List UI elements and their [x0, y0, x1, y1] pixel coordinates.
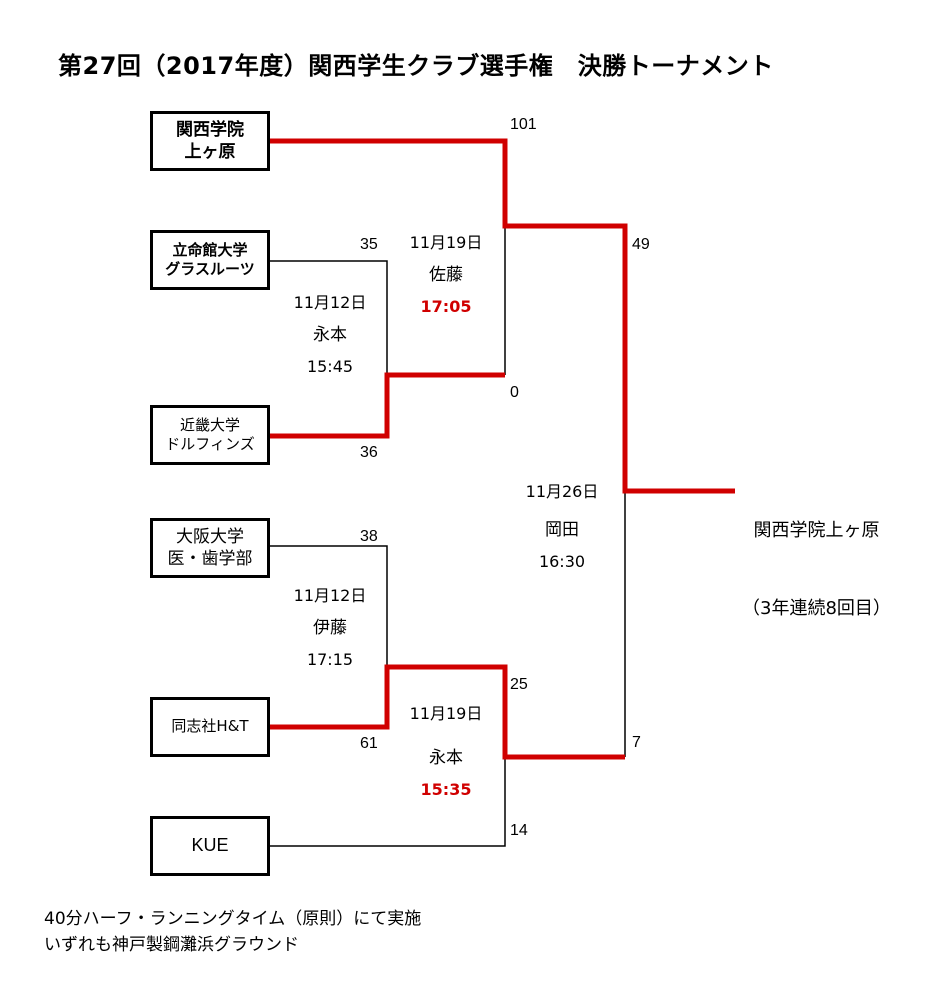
score-doshisha-q2: 61 — [360, 735, 378, 752]
match-time: 16:30 — [538, 552, 586, 571]
team-box-kindai: 近畿大学 ドルフィンズ — [150, 405, 270, 465]
team-box-kwansei: 関西学院 上ヶ原 — [150, 111, 270, 171]
footnote-venue: いずれも神戸製鋼灘浜グラウンド — [44, 935, 299, 955]
score-final-bottom: 7 — [632, 734, 641, 751]
match-info-q1: 11月12日 永本 15:45 — [294, 287, 367, 383]
semi2-loser-line — [270, 757, 506, 847]
team-name-line2: 医・歯学部 — [167, 549, 253, 569]
page-title: 第27回（2017年度）関西学生クラブ選手権 決勝トーナメント — [58, 52, 774, 80]
match-referee: 岡田 — [544, 520, 579, 540]
team-box-doshisha: 同志社H&T — [150, 697, 270, 757]
score-kindai-q1: 36 — [360, 444, 378, 461]
score-kindai-semi: 0 — [510, 384, 519, 401]
match-time: 17:15 — [306, 650, 354, 669]
match-info-semi2: 11月19日 永本 15:35 — [410, 698, 483, 806]
match-time: 15:45 — [306, 357, 354, 376]
match-referee: 永本 — [428, 748, 463, 768]
team-box-osaka: 大阪大学 医・歯学部 — [150, 518, 270, 578]
score-final-top: 49 — [632, 236, 650, 253]
match-referee: 永本 — [312, 325, 347, 345]
kg-winner-path — [270, 138, 735, 494]
score-kwansei-semi: 101 — [510, 116, 537, 133]
team-name-line1: 近畿大学 — [179, 415, 240, 434]
team-name-line2: ドルフィンズ — [165, 435, 255, 453]
match-time: 17:05 — [420, 297, 472, 316]
team-name-line2: グラスルーツ — [165, 260, 255, 278]
footnote-format: 40分ハーフ・ランニングタイム（原則）にて実施 — [44, 909, 422, 929]
match-info-semi1: 11月19日 佐藤 17:05 — [410, 227, 483, 323]
score-osaka-q2: 38 — [360, 528, 378, 545]
team-box-kue: KUE — [150, 816, 270, 876]
team-name-line1: 大阪大学 — [176, 526, 244, 547]
score-ritsumeikan-q1: 35 — [360, 236, 378, 253]
team-name-line1: 同志社H&T — [171, 717, 249, 736]
match-info-final: 11月26日 岡田 16:30 — [526, 476, 599, 578]
match-date: 11月19日 — [409, 704, 483, 723]
score-doshisha-semi: 25 — [510, 676, 528, 693]
champion-name: 関西学院上ヶ原 — [753, 520, 880, 541]
match-time: 15:35 — [420, 780, 472, 799]
champion-label: 関西学院上ヶ原 （3年連続8回目） — [742, 466, 891, 648]
match-date: 11月12日 — [293, 293, 367, 312]
team-name-line2: 上ヶ原 — [184, 142, 236, 162]
kindai-winner-path — [270, 372, 505, 439]
match-referee: 佐藤 — [428, 265, 463, 285]
q2-loser-line — [270, 545, 388, 667]
team-name-line1: 立命館大学 — [172, 240, 248, 259]
match-info-q2: 11月12日 伊藤 17:15 — [294, 580, 367, 676]
team-box-ritsumeikan: 立命館大学 グラスルーツ — [150, 230, 270, 290]
match-referee: 伊藤 — [312, 618, 347, 638]
champion-note: （3年連続8回目） — [742, 598, 891, 619]
q1-loser-line — [270, 260, 388, 375]
score-kue-semi: 14 — [510, 822, 528, 839]
doshisha-winner-path — [270, 664, 625, 760]
match-date: 11月12日 — [293, 586, 367, 605]
team-name-line1: KUE — [191, 835, 229, 856]
match-date: 11月19日 — [409, 233, 483, 252]
match-date: 11月26日 — [525, 482, 599, 501]
team-name-line1: 関西学院 — [176, 119, 244, 140]
